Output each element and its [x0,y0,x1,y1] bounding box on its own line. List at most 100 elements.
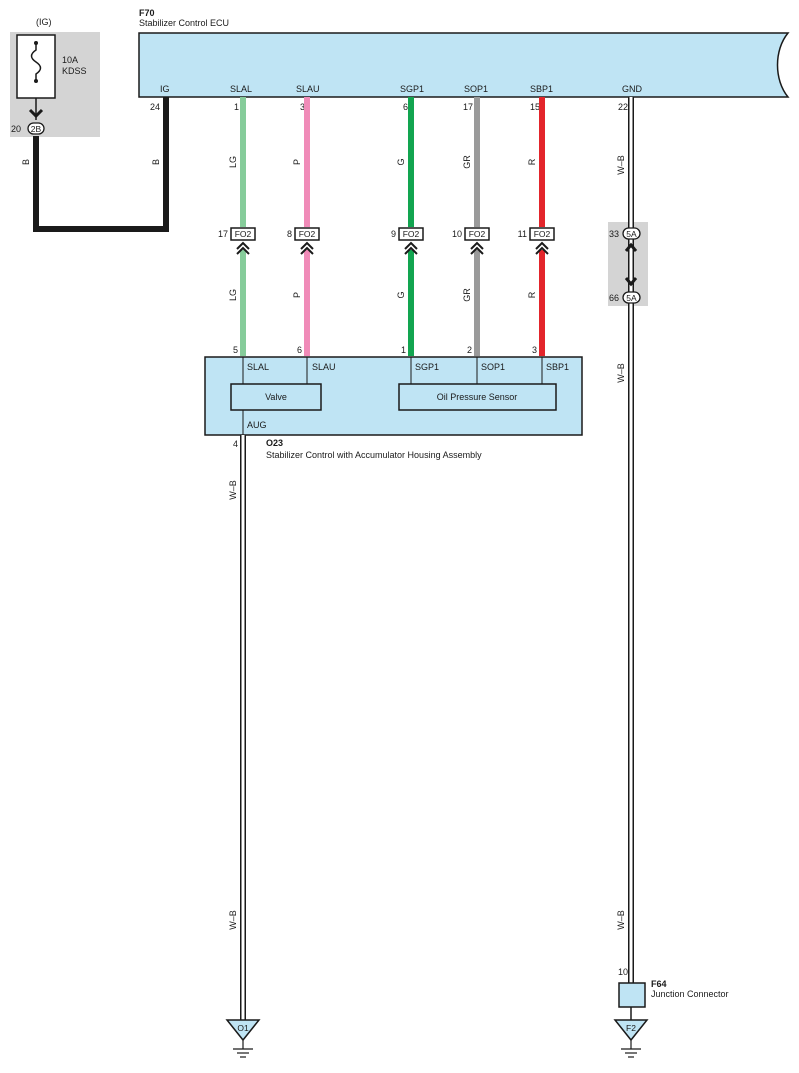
fuse-rating: 10A [62,55,78,65]
fuse-terminal-top [34,41,38,45]
inline-connector: FO2 10 [452,227,490,255]
fuse-name: KDSS [62,66,87,76]
connector-chevron-icon [470,241,484,255]
inline-connector-code: FO2 [403,229,420,239]
wire-color-code: R [527,291,537,298]
splice-connector-pin: 66 [609,293,619,303]
inline-connector-pin: 9 [391,229,396,239]
assembly-terminal-pin: 6 [297,345,302,355]
ig-wire [33,97,169,232]
ig-wire-color-left: B [21,159,31,165]
ecu-name: Stabilizer Control ECU [139,18,229,28]
ecu-terminal-pin: 3 [300,102,305,112]
ecu-terminal-pin: 15 [530,102,540,112]
ig-wire-color-right: B [151,159,161,165]
wire-color-code: G [396,158,406,165]
aug-ground-wire: W–B W–B [228,435,246,1020]
inline-connector-code: FO2 [235,229,252,239]
ecu-code: F70 [139,8,155,18]
assembly-terminal-pin: 2 [467,345,472,355]
connector-chevron-icon [236,241,250,255]
ecu-terminal-pin: 22 [618,102,628,112]
inline-connector: FO2 9 [391,227,424,255]
ground-code: F2 [626,1023,636,1033]
junction-connector: 10 F64 Junction Connector [618,967,729,1020]
fuse-icon [30,43,42,81]
ground-f2: F2 [613,1019,649,1058]
assembly-terminal-name: SBP1 [546,362,569,372]
wire-color-code: G [396,291,406,298]
assembly-block: Valve Oil Pressure Sensor SLAL SLAU SGP1… [204,345,583,460]
wire-color-code: W–B [616,910,626,930]
wire-color-code: W–B [228,910,238,930]
assembly-name: Stabilizer Control with Accumulator Hous… [266,450,482,460]
splice-connector-pin: 33 [609,229,619,239]
ground-code: O1 [237,1023,249,1033]
fuse-connector-pin: 20 [11,124,21,134]
fuse-connector-pill [27,122,45,135]
ecu-terminals: IG 24 SLAL 1 SLAU 3 SGP1 6 SOP1 17 SBP1 … [150,84,643,112]
wire-color-code: GR [462,288,472,302]
ecu-terminal-pin: 24 [150,102,160,112]
wire-color-labels: LG LG P P G G GR GR R R [228,155,537,302]
connector-chevron-icon [624,277,638,287]
ecu-terminal-pin: 1 [234,102,239,112]
assembly-aug-name: AUG [247,420,267,430]
ecu-block: F70 Stabilizer Control ECU IG 24 SLAL 1 … [138,8,790,112]
splice-connector-code: 5A [626,293,637,303]
ground-triangle [613,1019,649,1042]
ecu-terminal-name: IG [160,84,170,94]
assembly-aug-pin: 4 [233,439,238,449]
wire-color-code: W–B [616,155,626,175]
fuse-source-label: (IG) [36,17,52,27]
ecu-terminal-pin: 17 [463,102,473,112]
ecu-terminal-pin: 6 [403,102,408,112]
junction-box [618,982,646,1008]
ecu-terminal-name: SLAU [296,84,320,94]
assembly-terminal-pin: 5 [233,345,238,355]
ecu-body [138,32,790,98]
assembly-terminal-name: SGP1 [415,362,439,372]
inline-connector-pin: 10 [452,229,462,239]
inline-connector-pin: 8 [287,229,292,239]
assembly-terminal-name: SLAL [247,362,269,372]
ecu-ground-wire: W–B W–B W–B 5A 33 5A 66 [608,97,648,983]
inline-connectors: FO2 17 FO2 8 FO2 9 FO2 10 FO2 11 [218,227,555,255]
sensor-label: Oil Pressure Sensor [437,392,518,402]
inline-connector-pin: 17 [218,229,228,239]
inline-connector-code: FO2 [534,229,551,239]
ecu-terminal-name: SGP1 [400,84,424,94]
inline-connector: FO2 8 [287,227,320,255]
wire-color-code: LG [228,289,238,301]
inline-connector-pin: 11 [518,229,527,239]
assembly-terminal-pin: 1 [401,345,406,355]
sensor-box [398,383,557,411]
connector-chevron-icon [535,241,549,255]
connector-chevron-icon [300,241,314,255]
wire-color-code: P [292,292,302,298]
ecu-terminal-name: SLAL [230,84,252,94]
junction-pin: 10 [618,967,628,977]
assembly-code: O23 [266,438,283,448]
valve-box [230,383,322,411]
connector-chevron-icon [28,108,44,119]
inline-connector: FO2 17 [218,227,256,255]
ground-o1: O1 [225,1019,261,1058]
fuse-block: (IG) 10A KDSS 2B 20 [10,17,100,137]
assembly-terminal-name: SLAU [312,362,336,372]
inline-connector: FO2 11 [518,227,555,255]
ground-triangle [225,1019,261,1042]
wire-color-code: W–B [616,363,626,383]
fuse-terminal-bottom [34,79,38,83]
inline-connector-code: FO2 [299,229,316,239]
junction-code: F64 [651,979,667,989]
ecu-terminal-name: SBP1 [530,84,553,94]
splice-connector-code: 5A [626,229,637,239]
assembly-terminal-pin: 3 [532,345,537,355]
connector-chevron-icon [404,241,418,255]
junction-name: Junction Connector [651,989,729,999]
valve-label: Valve [265,392,287,402]
assembly-terminal-name: SOP1 [481,362,505,372]
fuse-connector-code: 2B [31,124,42,134]
